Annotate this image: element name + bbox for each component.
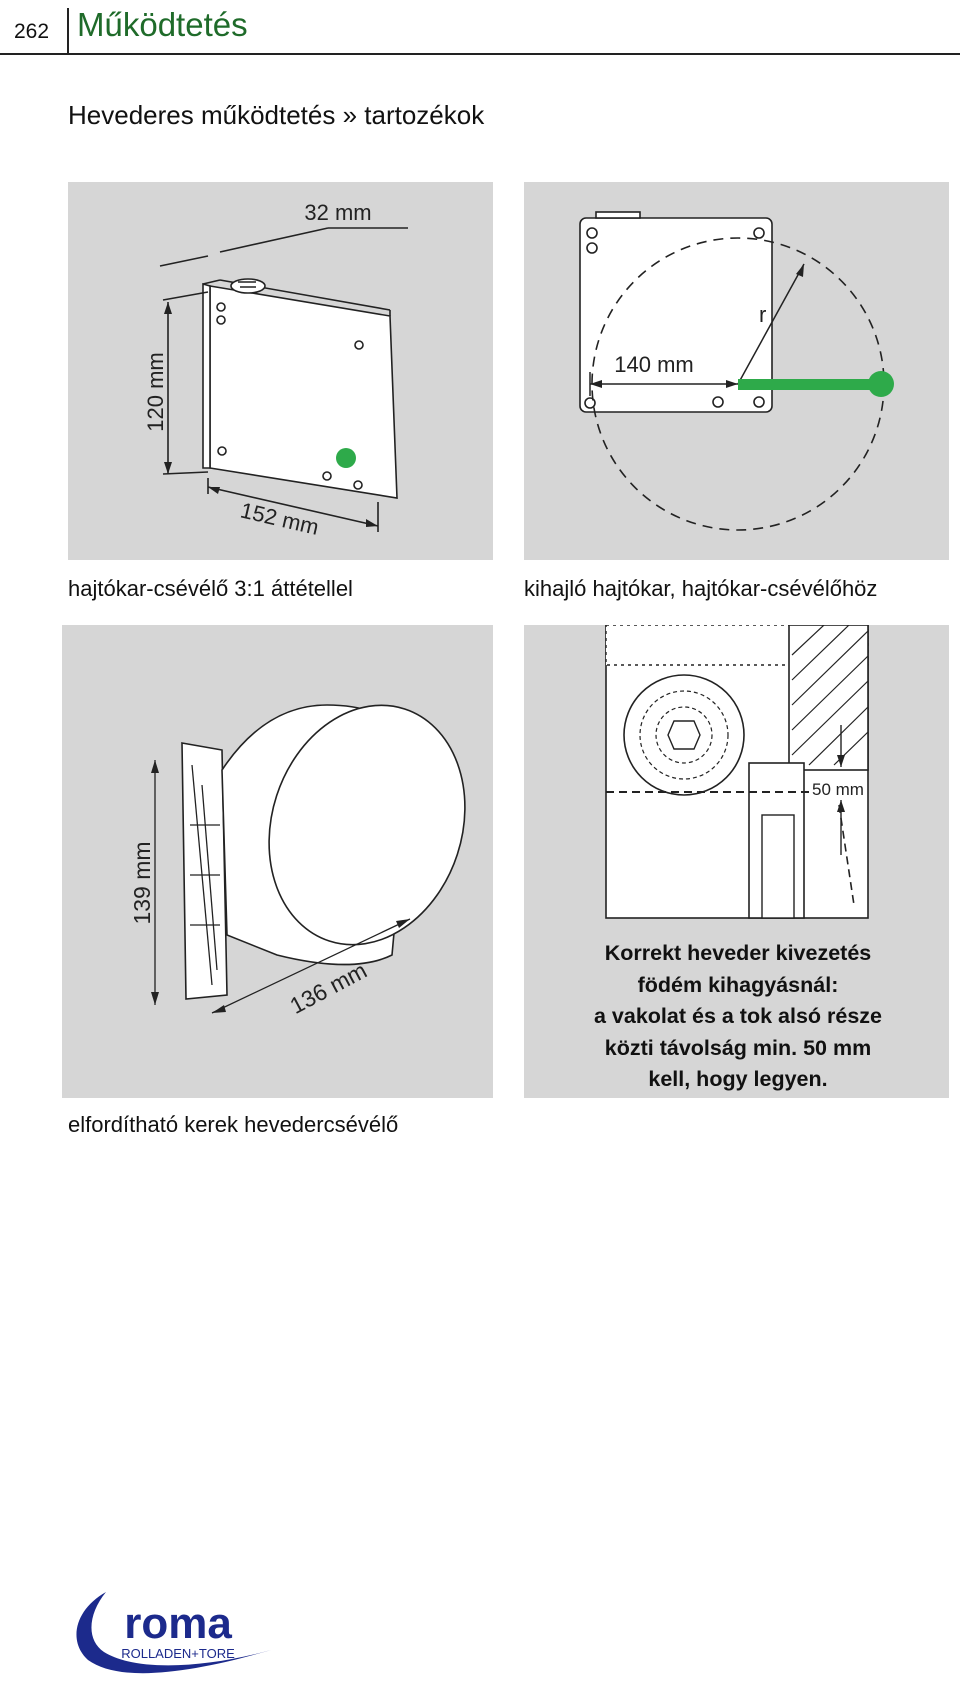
strap-exit-drawing: 50 mm: [605, 624, 869, 919]
page-title: Működtetés: [77, 6, 248, 43]
note-line-2: födém kihagyásnál:: [637, 972, 839, 997]
figure-swing-crank: 140 mm r: [524, 182, 949, 560]
dim-50mm: 50 mm: [812, 780, 864, 799]
dim-140mm: 140 mm: [614, 352, 693, 377]
logo-tagline: ROLLADEN+TORE: [121, 1646, 235, 1661]
figure-round-winder: 139 mm 136 mm: [62, 625, 493, 1098]
note-line-5: kell, hogy legyen.: [648, 1067, 828, 1091]
note-line-4: közti távolság min. 50 mm: [604, 1035, 872, 1060]
crank-arm: [738, 379, 876, 390]
dim-32mm: 32 mm: [304, 200, 371, 225]
dim-136mm: 136 mm: [285, 957, 371, 1019]
round-winder-drawing: 139 mm 136 mm: [129, 704, 466, 1019]
roma-logo: roma ROLLADEN+TORE: [66, 1580, 286, 1680]
header-rule: [0, 53, 960, 55]
crank-winder-drawing: 32 mm 120 mm 152 mm: [143, 200, 408, 540]
dim-radius: r: [759, 302, 766, 327]
logo-wordmark: roma: [124, 1599, 232, 1648]
dim-120mm: 120 mm: [143, 352, 168, 431]
strap-exit-note: Korrekt heveder kivezetés födém kihagyás…: [528, 938, 948, 1096]
header-separator: [67, 8, 69, 53]
note-line-1: Korrekt heveder kivezetés: [604, 941, 872, 965]
figure-strap-exit: 50 mm: [524, 624, 949, 1098]
green-marker-icon: [336, 448, 356, 468]
caption-crank-winder: hajtókar-csévélő 3:1 áttétellel: [68, 576, 353, 601]
section-title: Hevederes működtetés » tartozékok: [68, 100, 485, 130]
dim-139mm: 139 mm: [129, 841, 155, 924]
note-line-3: a vakolat és a tok alsó része: [593, 1004, 883, 1028]
page-number: 262: [14, 20, 50, 43]
green-handle-icon: [868, 371, 894, 397]
caption-round-winder: elfordítható kerek hevedercsévélő: [68, 1112, 399, 1137]
swing-crank-drawing: 140 mm r: [579, 211, 894, 531]
figure-crank-winder: 32 mm 120 mm 152 mm: [68, 182, 493, 560]
roma-logo-graphic: roma ROLLADEN+TORE: [76, 1592, 271, 1674]
caption-swing-crank: kihajló hajtókar, hajtókar-csévélőhöz: [524, 576, 878, 601]
